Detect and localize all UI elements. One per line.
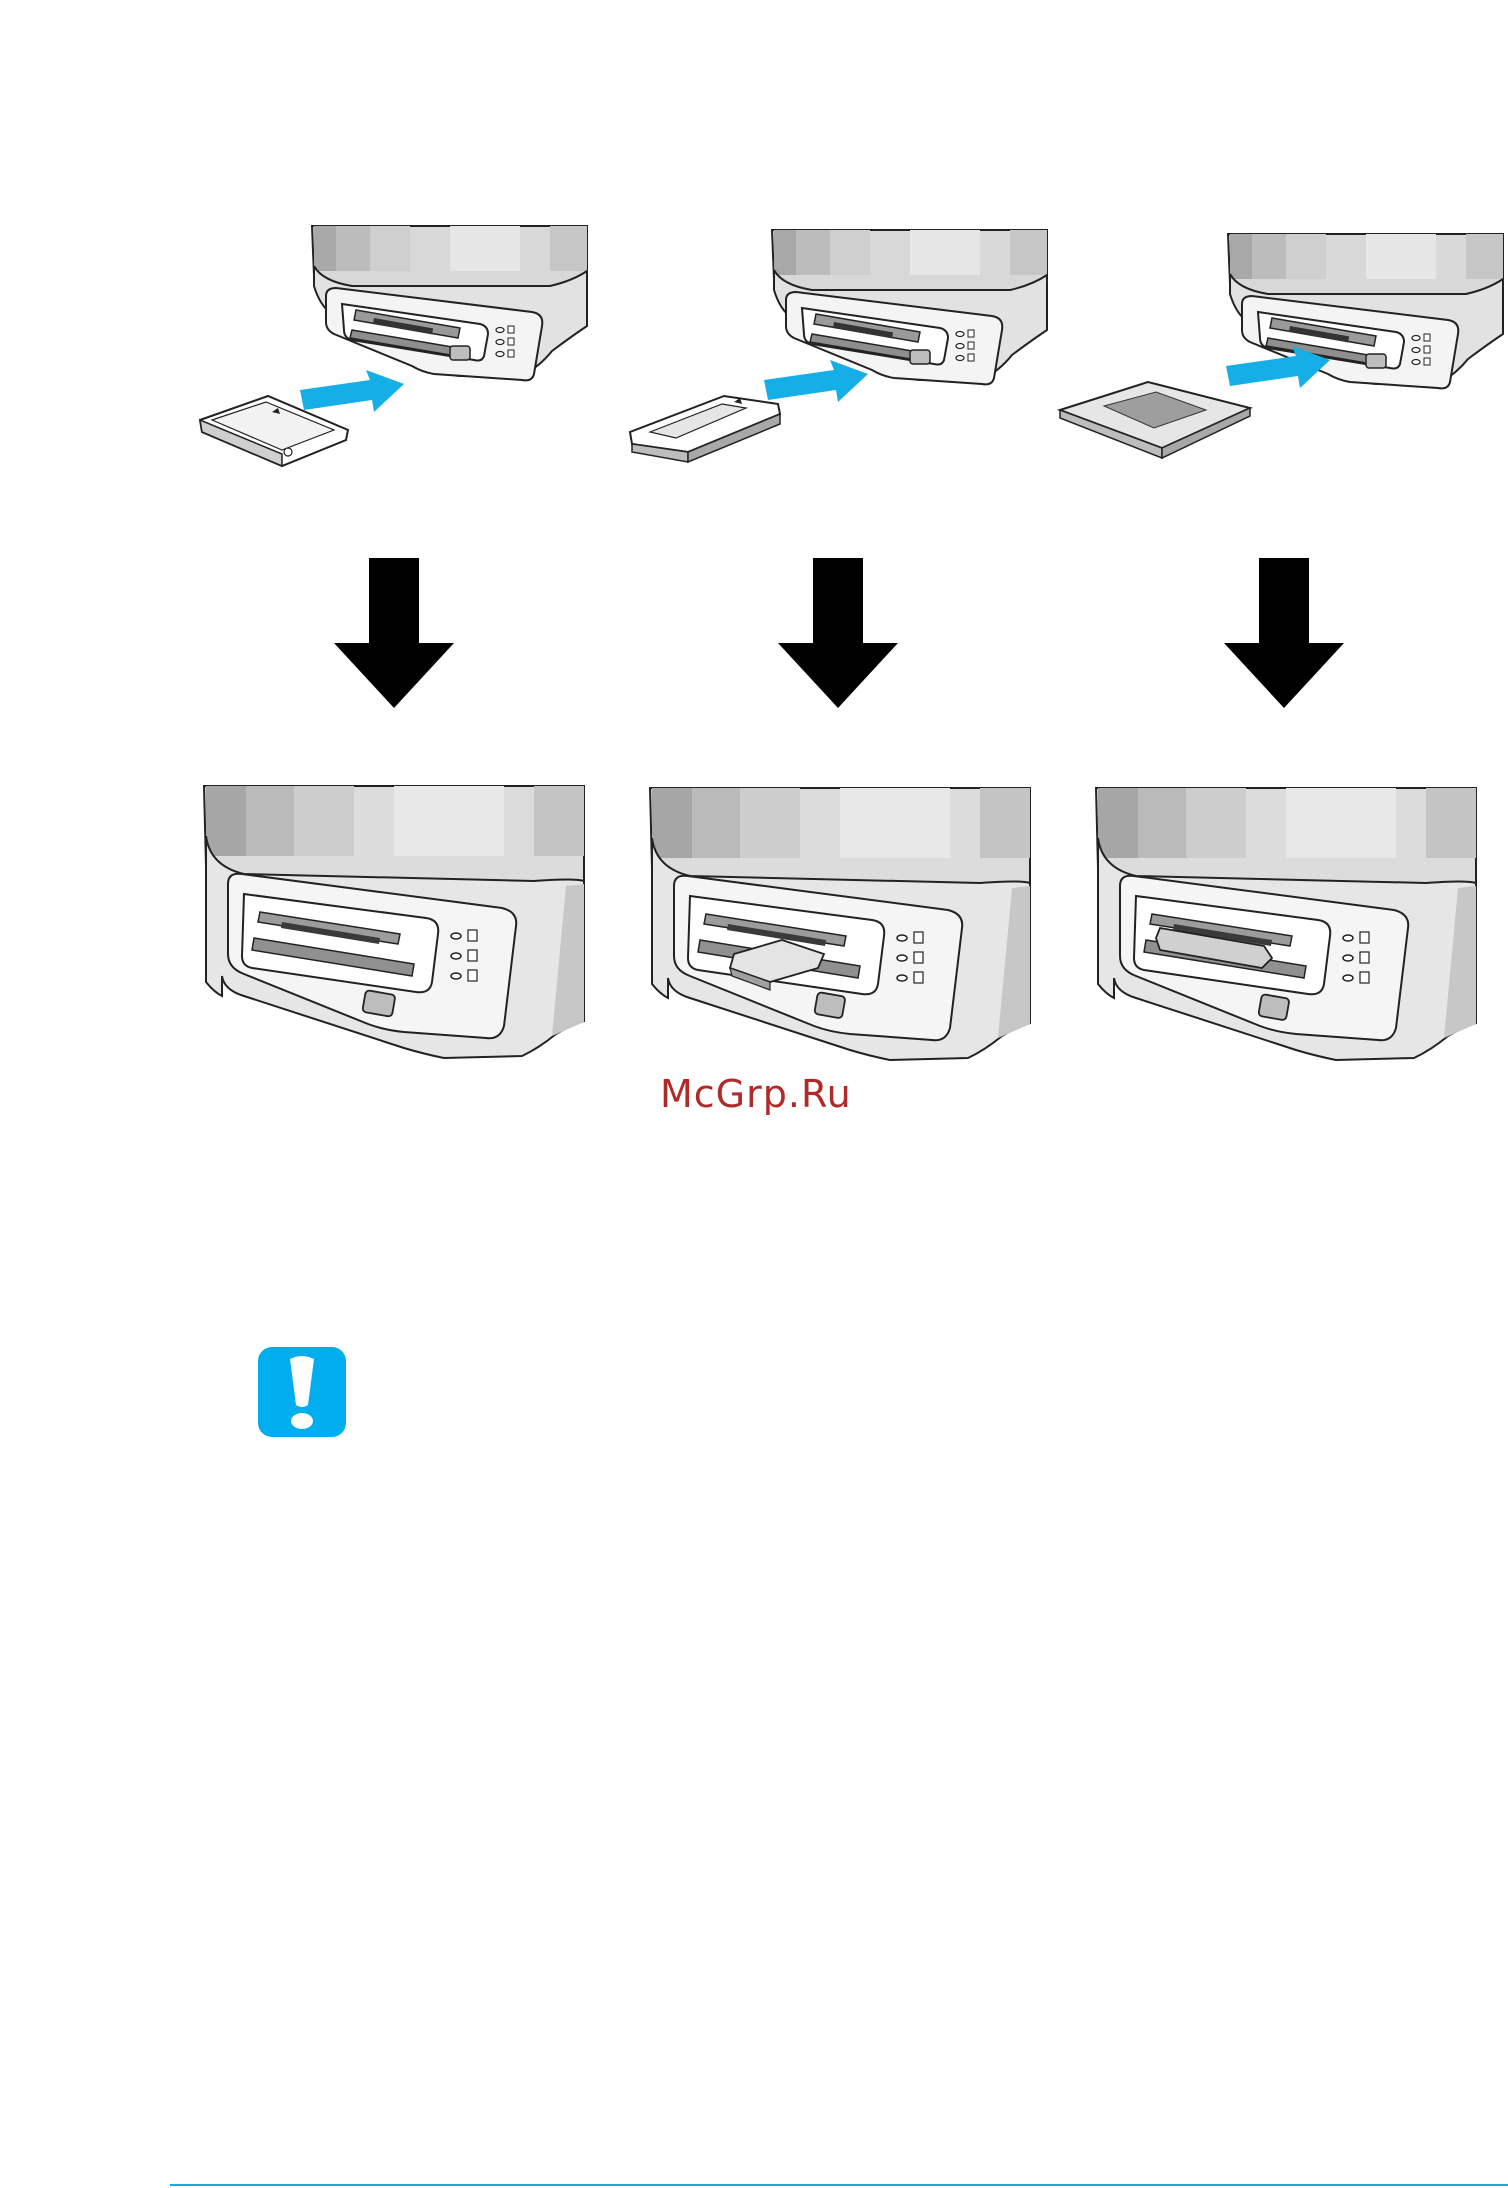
caution-exclamation-icon xyxy=(258,1347,346,1437)
step-3-insert-smartmedia xyxy=(1060,234,1503,458)
step-1-insert-compactflash xyxy=(200,226,587,466)
down-arrow-icon xyxy=(778,558,898,708)
down-arrow-icon xyxy=(1224,558,1344,708)
down-arrow-icon xyxy=(334,558,454,708)
step-3-card-inserted xyxy=(1096,788,1476,1060)
step-2-insert-memory-stick xyxy=(630,230,1047,462)
smartmedia-card xyxy=(1060,382,1250,458)
memory-stick-card xyxy=(630,396,780,462)
step-2-card-inserted xyxy=(650,788,1030,1060)
watermark-text: McGrp.Ru xyxy=(660,1072,852,1116)
insert-arrow-icon xyxy=(764,360,868,402)
footer-rule xyxy=(170,2184,1508,2186)
step-1-card-inserted xyxy=(204,786,584,1058)
insert-arrow-icon xyxy=(300,370,404,412)
